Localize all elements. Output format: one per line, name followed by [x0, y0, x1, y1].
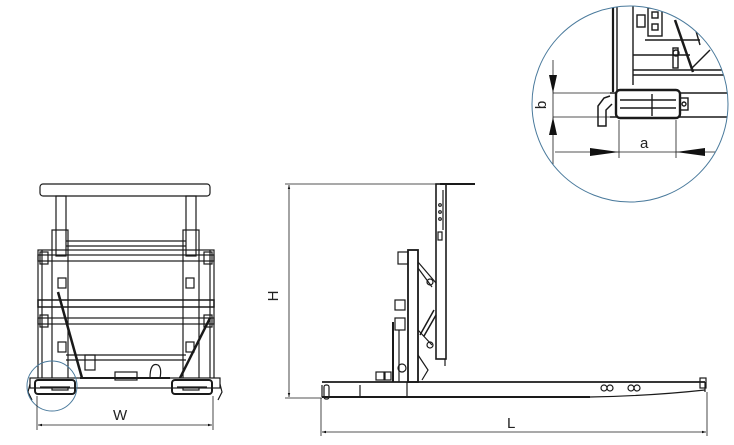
side-view [321, 183, 707, 400]
width-dimension [36, 396, 214, 430]
detail-a-label: a [640, 135, 649, 152]
detail-arrows [549, 75, 705, 156]
width-label: W [113, 407, 128, 424]
detail-view [549, 6, 728, 180]
detail-callout-circle [26, 360, 78, 412]
detail-view-circle [531, 5, 729, 203]
length-dimension [320, 392, 708, 436]
front-view [27, 183, 223, 401]
height-dimension [285, 183, 440, 399]
detail-b-label: b [533, 101, 550, 109]
height-label: H [265, 291, 282, 302]
length-label: L [507, 415, 515, 432]
